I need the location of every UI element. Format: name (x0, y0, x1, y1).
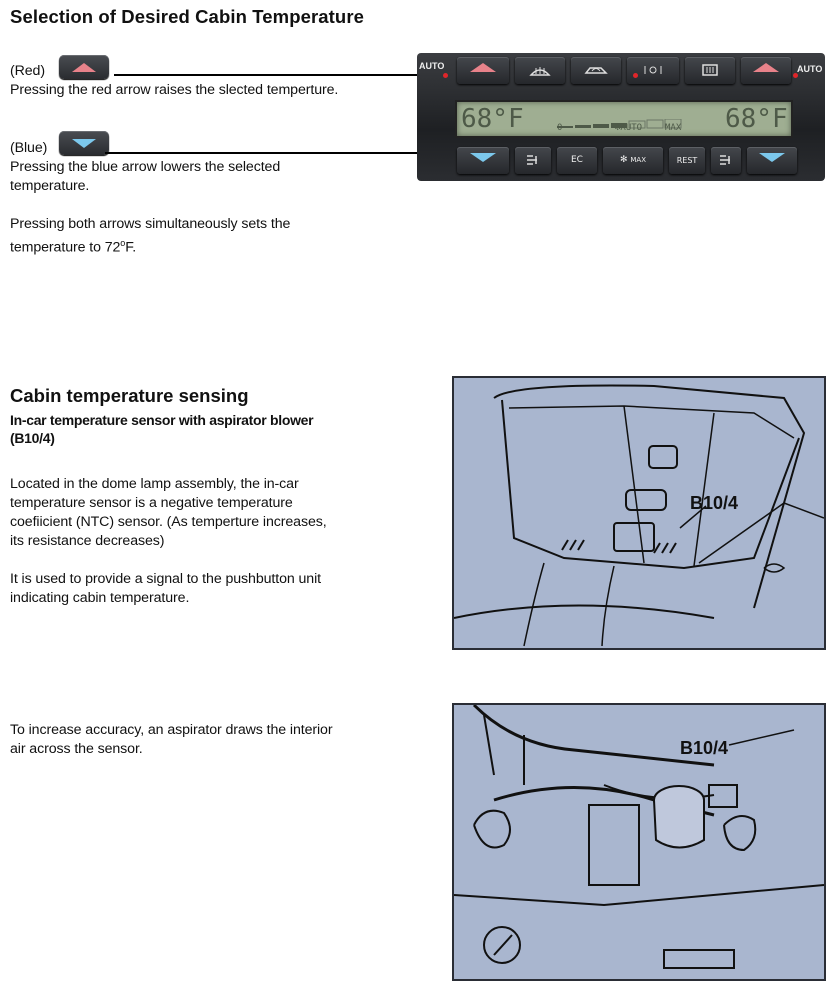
sensor-line-4: its resistance decreases) (10, 533, 165, 549)
lcd-display: 68°F 0 ✻AUTO MAX 68°F (455, 100, 793, 138)
both-description-1: Pressing both arrows simultaneously sets… (10, 216, 291, 232)
sensor-line-2: temperature sensor is a negative tempera… (10, 495, 293, 511)
aspirator-figure: B10/4 (452, 703, 826, 981)
blue-description-2: temperature. (10, 178, 90, 194)
temp-down-right-button[interactable] (747, 147, 797, 174)
fan-max-label: MAX (630, 156, 647, 164)
car-recirculation-icon (584, 66, 608, 74)
windshield-defrost-icon (529, 66, 551, 76)
blue-label: (Blue) (10, 140, 48, 156)
fan-speed-bars-icon (557, 118, 682, 129)
auto-led-right (793, 73, 798, 78)
down-arrow-icon (470, 153, 496, 162)
temp-up-right-button[interactable] (741, 57, 791, 84)
panel-auto-left: AUTO (419, 61, 445, 71)
sensor-line-3: coefiicient (NTC) sensor. (As temperture… (10, 514, 327, 530)
down-arrow-icon (72, 139, 96, 148)
airflow-icon (720, 154, 730, 165)
lcd-left-temp: 68°F (461, 104, 524, 134)
blue-leader-line (105, 152, 465, 154)
lcd-right-temp: 68°F (725, 104, 788, 134)
down-arrow-icon (759, 153, 785, 162)
degree-symbol: o (120, 238, 126, 248)
aspirator-drawing (453, 703, 825, 969)
dome-lamp-figure: B10/4 (452, 376, 826, 650)
temp-up-left-button[interactable] (457, 57, 509, 84)
defrost-button[interactable] (515, 57, 565, 84)
lcd-fan-bars (557, 114, 697, 129)
airflow-icon (527, 154, 537, 165)
aspirator-line-1: To increase accuracy, an aspirator draws… (10, 722, 333, 738)
fan-icon: ✻ (619, 155, 628, 165)
climate-control-panel: AUTO AUTO 68°F 0 (417, 53, 825, 181)
panel-auto-right: AUTO (797, 64, 823, 74)
lcd-fan-icon: ✻ (615, 123, 621, 133)
lcd-max: MAX (665, 123, 682, 133)
section-subtitle: In-car temperature sensor with aspirator… (10, 411, 390, 447)
blue-description-1: Pressing the blue arrow lowers the selec… (10, 159, 281, 175)
aspirator-line-2: air across the sensor. (10, 741, 143, 757)
rest-label: REST (676, 156, 698, 165)
red-arrow-button-sample (59, 55, 109, 79)
red-description: Pressing the red arrow raises the slecte… (10, 82, 339, 98)
blue-arrow-button-sample (59, 131, 109, 155)
section-title-sensing: Cabin temperature sensing (10, 385, 249, 406)
lcd-auto: ✻AUTO (615, 123, 642, 133)
up-arrow-icon (470, 63, 496, 72)
airflow-left-button[interactable] (515, 147, 551, 174)
lcd-auto-text: AUTO (620, 123, 643, 133)
subtitle-line-2: (B10/4) (10, 430, 55, 446)
up-arrow-icon (753, 63, 779, 72)
sensor-paragraph: Located in the dome lamp assembly, the i… (10, 475, 410, 551)
recirculation-button[interactable] (571, 57, 621, 84)
red-leader-line (114, 74, 464, 76)
rear-defrost-icon (702, 63, 718, 76)
red-label: (Red) (10, 63, 45, 79)
fig1-callout-label: B10/4 (690, 493, 739, 513)
fan-mode-button[interactable] (627, 57, 679, 84)
aspirator-paragraph: To increase accuracy, an aspirator draws… (10, 721, 410, 759)
sensor-line-1: Located in the dome lamp assembly, the i… (10, 476, 299, 492)
both-description-text: temperature to 72 (10, 239, 121, 256)
subtitle-line-1: In-car temperature sensor with aspirator… (10, 412, 314, 428)
fan-mode-led (633, 73, 638, 78)
rest-button[interactable]: REST (669, 147, 705, 174)
auto-led-left (443, 73, 448, 78)
airflow-right-button[interactable] (711, 147, 741, 174)
signal-line-2: indicating cabin temperature. (10, 590, 190, 606)
both-description-unit: F. (125, 239, 137, 256)
signal-line-1: It is used to provide a signal to the pu… (10, 571, 321, 587)
fig2-callout-label: B10/4 (680, 738, 729, 758)
temp-down-left-button[interactable] (457, 147, 509, 174)
lcd-zero: 0 (557, 123, 563, 133)
both-description-2: temperature to 72oF. (10, 234, 136, 258)
signal-paragraph: It is used to provide a signal to the pu… (10, 570, 410, 608)
economy-button[interactable]: EC (557, 147, 597, 174)
rear-defrost-button[interactable] (685, 57, 735, 84)
page-title: Selection of Desired Cabin Temperature (10, 6, 365, 27)
dome-lamp-drawing (453, 384, 825, 647)
air-distribution-icon (644, 65, 662, 74)
fan-speed-button[interactable]: ✻ MAX (603, 147, 663, 174)
economy-label: EC (571, 155, 583, 165)
up-arrow-icon (72, 63, 96, 72)
